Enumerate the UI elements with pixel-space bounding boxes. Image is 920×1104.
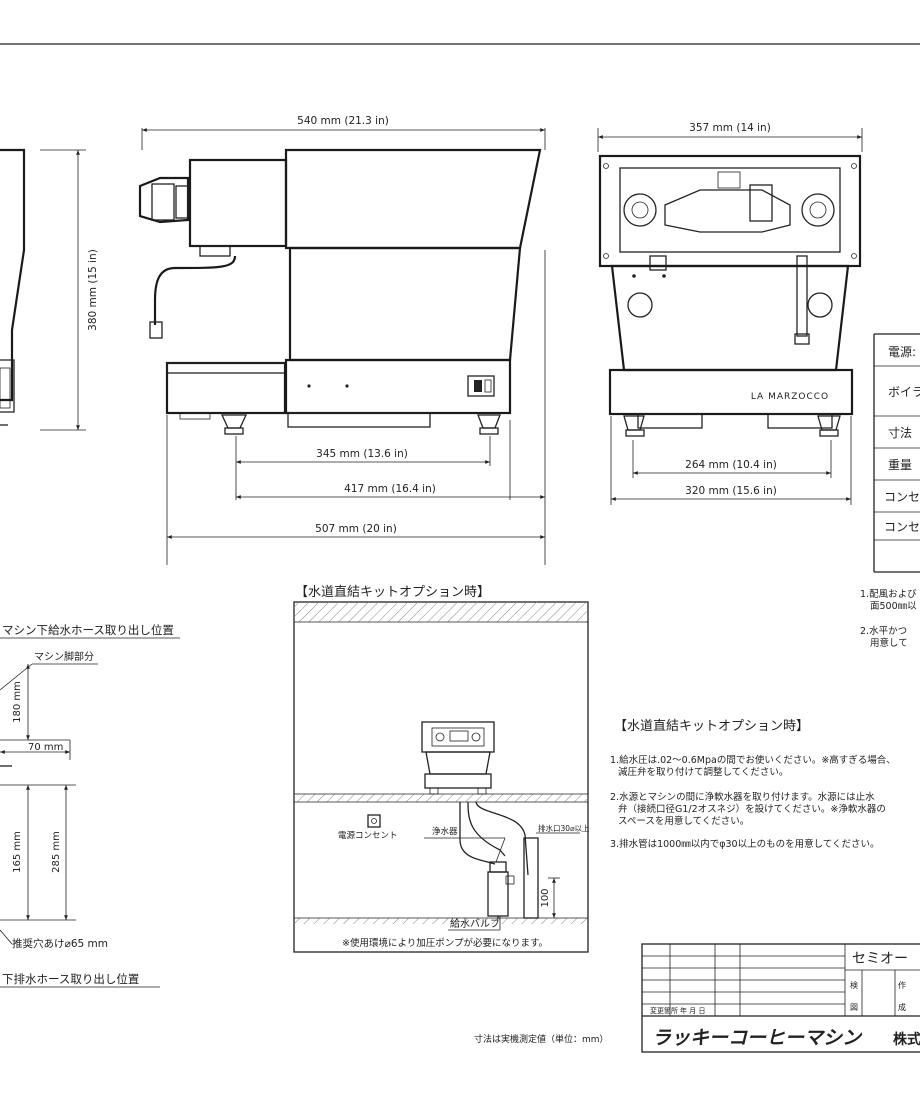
water-kit-title: 【水道直結キットオプション時】 — [295, 585, 490, 600]
dimension-180-label: 180 mm — [12, 681, 23, 723]
water-note-1b: 減圧弁を取り付けて調整してください。 — [618, 766, 788, 778]
dimension-70-label: 70 mm — [28, 742, 63, 753]
drain-label: 排水口30⌀以上 — [538, 823, 590, 833]
left-detail-drawing — [0, 637, 180, 988]
filter-label: 浄水器 — [432, 826, 458, 837]
dimension-417-label: 417 mm (16.4 in) — [344, 483, 436, 495]
dimension-320-label: 320 mm (15.6 in) — [685, 485, 777, 497]
dimension-264-label: 264 mm (10.4 in) — [685, 459, 777, 471]
measure-note: 寸法は実機測定値（単位：mm） — [474, 1033, 609, 1045]
water-note-2c: スペースを用意してください。 — [618, 815, 749, 827]
right-note-2b: 用意して — [870, 637, 908, 649]
hole-note: 推奨穴あけ⌀65 mm — [12, 937, 108, 950]
spec-row-boiler: ボイラ — [888, 385, 920, 399]
spec-row-size: 寸法 — [888, 426, 912, 440]
dimension-285-label: 285 mm — [51, 831, 62, 873]
figure-cell: 図 — [850, 1003, 858, 1012]
spec-row-outlet-2: コンセ — [884, 520, 920, 534]
left-partial-machine — [0, 148, 86, 431]
product-title: セミオー — [852, 951, 908, 967]
outlet-label: 電源コンセント — [338, 831, 398, 841]
spec-row-outlet-1: コンセ — [884, 490, 920, 504]
dimension-100-label: 100 — [540, 888, 551, 907]
supply-hose-title: マシン下給水ホース取り出し位置 — [2, 623, 174, 637]
maker-cell: 作 — [898, 980, 906, 990]
front-view-machine — [597, 128, 863, 505]
machine-foot-label: マシン脚部分 — [34, 650, 94, 663]
right-note-1a: 1.配風および — [860, 589, 917, 600]
water-note-2a: 2.水源とマシンの間に浄軟水器を取り付けます。水源には止水 — [610, 791, 875, 803]
front-width-label: 357 mm (14 in) — [689, 122, 771, 134]
dimension-507-label: 507 mm (20 in) — [315, 523, 397, 535]
spec-table — [873, 333, 920, 573]
water-notes-title: 【水道直結キットオプション時】 — [614, 719, 809, 734]
drain-hose-title: 下排水ホース取り出し位置 — [2, 972, 139, 986]
right-note-2a: 2.水平かつ — [860, 625, 907, 637]
water-kit-diagram — [293, 601, 589, 953]
spec-row-weight: 重量 — [888, 458, 912, 472]
water-note-2b: 弁（接続口径G1/2オスネジ）を設けてください。※浄軟水器の — [618, 803, 886, 815]
side-view-machine — [138, 128, 546, 565]
company-suffix: 株式 — [893, 1031, 920, 1048]
height-dimension-label: 380 mm (15 in) — [87, 249, 99, 331]
company-logo: ラッキーコーヒーマシン — [652, 1027, 863, 1049]
brand-logo: LA MARZOCCO — [751, 392, 829, 402]
change-column-label: 変更箇所 — [650, 1006, 678, 1015]
width-dimension-label: 540 mm (21.3 in) — [297, 115, 389, 127]
dimension-345-label: 345 mm (13.6 in) — [316, 448, 408, 460]
check-cell: 検 — [850, 980, 858, 990]
done-cell: 成 — [898, 1002, 906, 1012]
right-note-1b: 面500㎜以 — [870, 601, 917, 612]
date-column-label: 年 月 日 — [680, 1006, 705, 1015]
title-block — [641, 943, 920, 1053]
water-note-1a: 1.給水圧は.02〜0.6Mpaの間でお使いください。※高すぎる場合、 — [610, 754, 896, 766]
water-note-3: 3.排水管は1000㎜以内でφ30以上のものを用意してください。 — [610, 838, 880, 850]
pump-note: ※使用環境により加圧ポンプが必要になります。 — [342, 937, 548, 949]
dimension-165-label: 165 mm — [12, 831, 23, 873]
valve-label: 給水バルブ — [450, 917, 500, 930]
spec-row-power: 電源: — [888, 345, 916, 359]
